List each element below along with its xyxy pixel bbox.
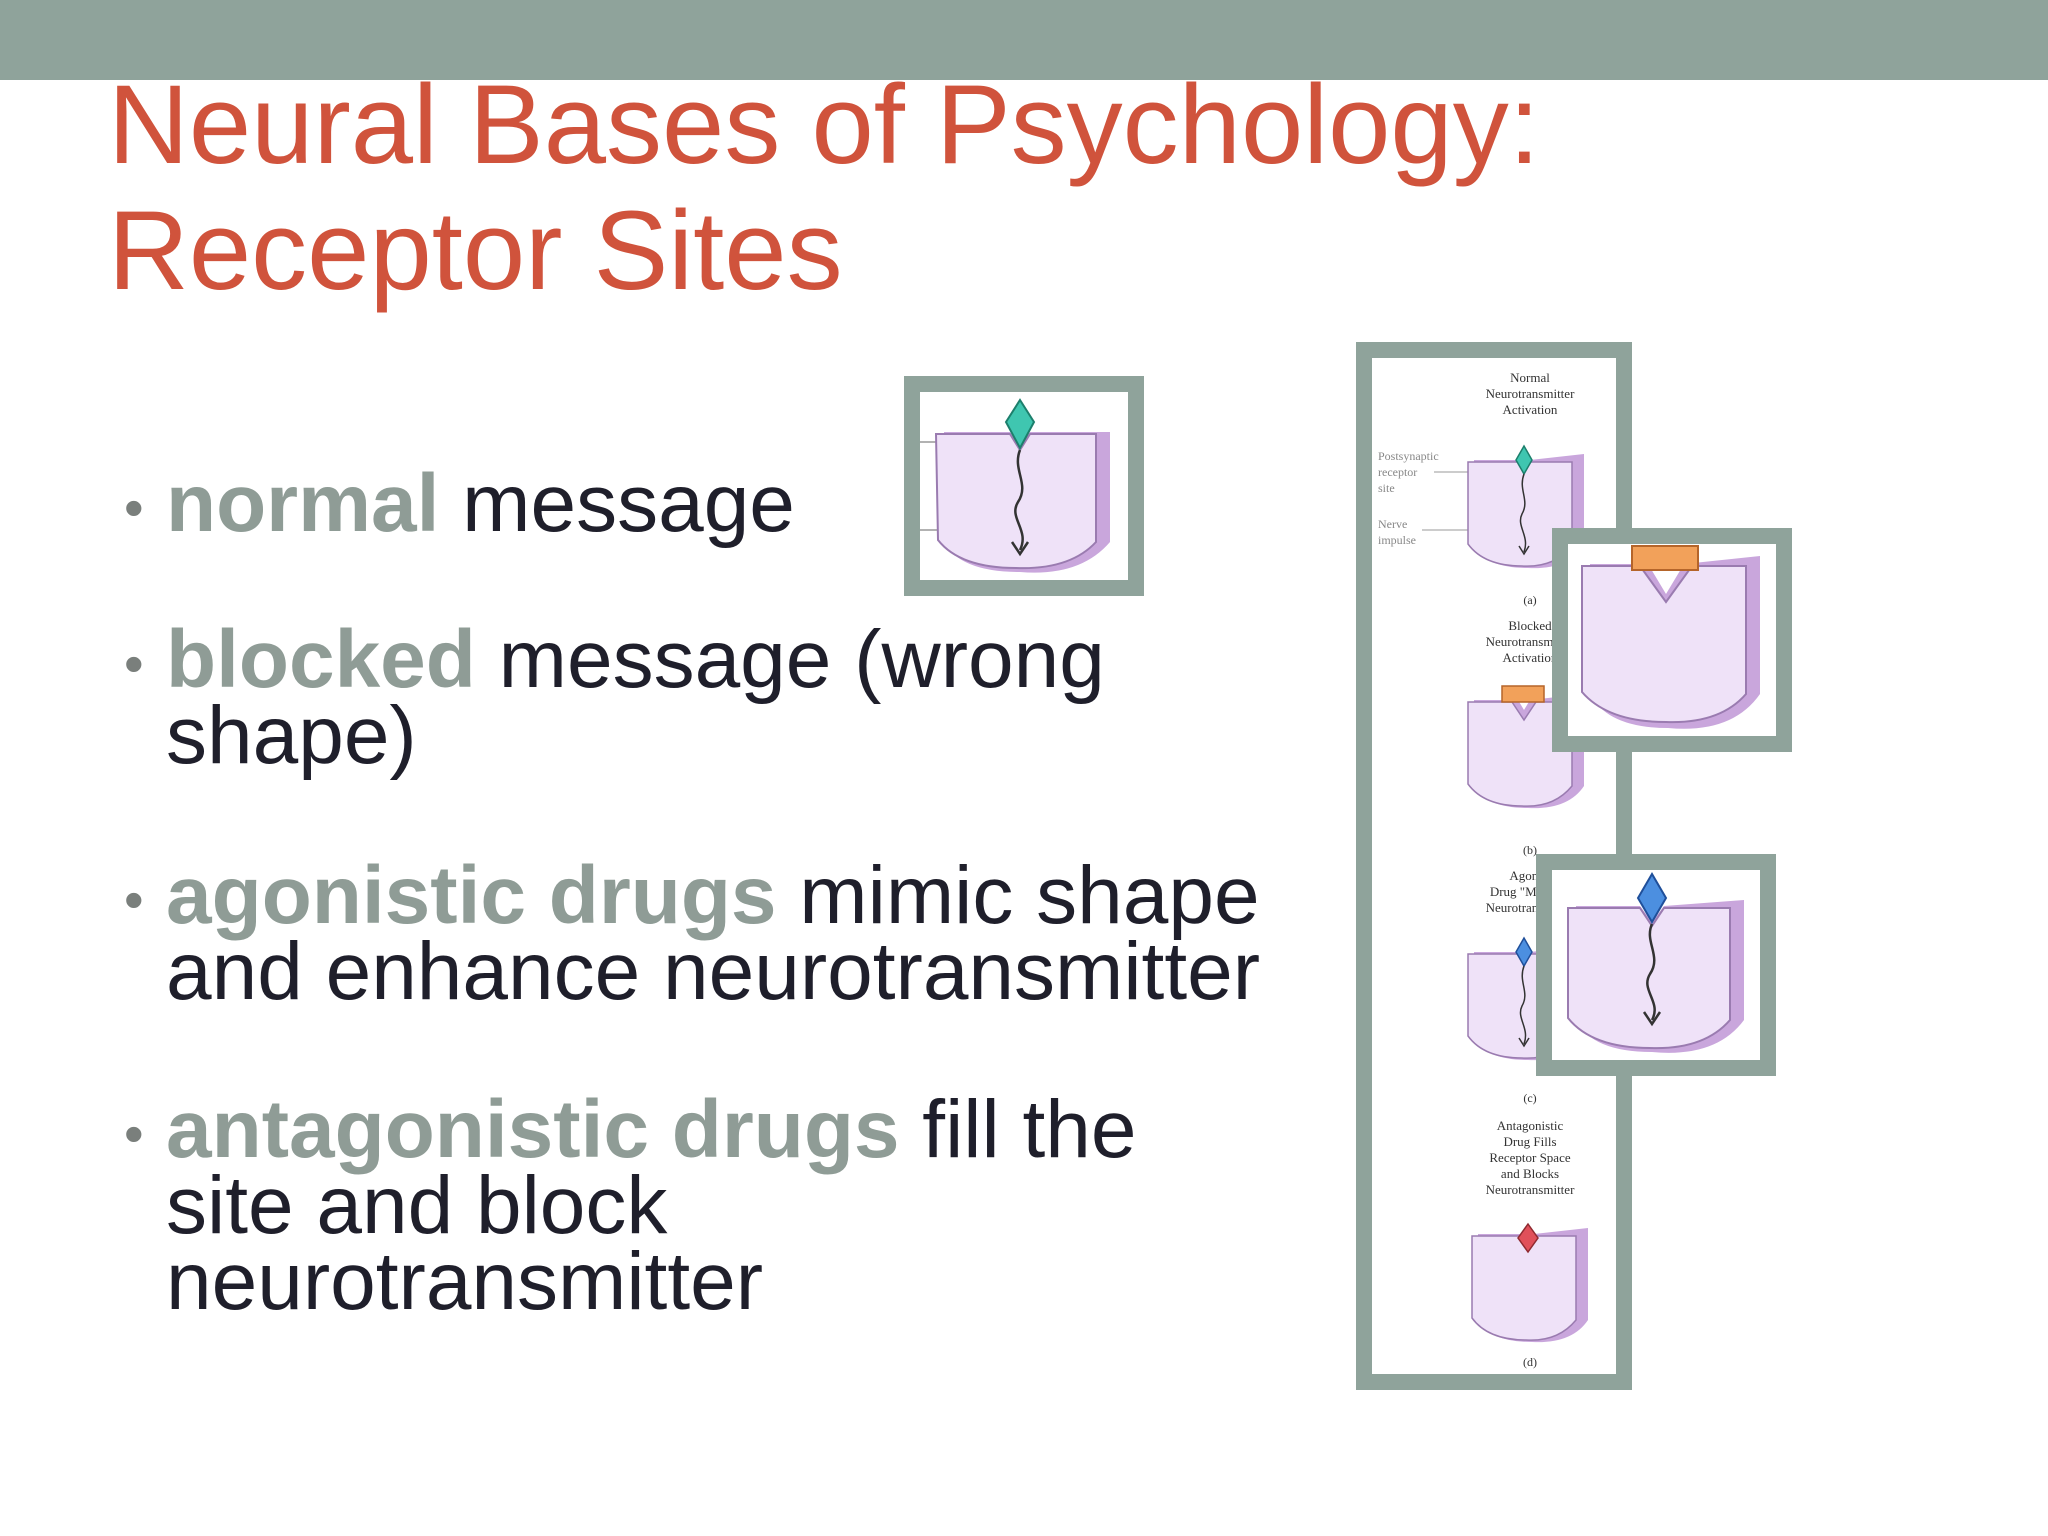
bullet-keyword: blocked (166, 614, 476, 705)
bullet-dot: • (124, 476, 144, 539)
panel-b-title-3: Activation (1503, 650, 1558, 665)
bullet-normal: • normal message (124, 463, 1344, 545)
panel-a-title-1: Normal (1510, 370, 1550, 385)
caption-c: (c) (1523, 1091, 1536, 1105)
neurotransmitter-diamond (1004, 398, 1036, 451)
inset-agonist-frame (1536, 854, 1776, 1076)
panel-a-title-2: Neurotransmitter (1486, 386, 1575, 401)
bullet-text: fill the site and block neurotransmitter (166, 1084, 1137, 1327)
label-impulse-2: impulse (1378, 533, 1416, 547)
blocked-receptor-illustration (1581, 545, 1760, 729)
bullet-text: message (wrong shape) (166, 614, 1105, 781)
bullet-dot: • (124, 1102, 144, 1165)
slide-title: Neural Bases of Psychology: Receptor Sit… (108, 62, 1808, 314)
normal-receptor-illustration (920, 398, 1110, 573)
caption-a: (a) (1523, 593, 1536, 607)
bullet-text: mimic shape and enhance neurotransmitter (166, 850, 1261, 1017)
panel-d-title-1: Antagonistic (1497, 1118, 1564, 1133)
top-banner (0, 0, 2048, 80)
panel-d-title-5: Neurotransmitter (1486, 1182, 1575, 1197)
bullet-dot: • (124, 632, 144, 695)
bullet-keyword: antagonistic drugs (166, 1084, 900, 1175)
label-receptor-1: Postsynaptic (1378, 449, 1439, 463)
panel-d-title-2: Drug Fills (1503, 1134, 1556, 1149)
caption-b: (b) (1523, 843, 1537, 857)
agonist-receptor-illustration (1567, 872, 1744, 1053)
receptor-figure: Normal Neurotransmitter Activation Posts… (1378, 370, 1588, 1369)
panel-a-title-3: Activation (1503, 402, 1558, 417)
bullet-blocked: • blocked message (wrong shape) (124, 619, 1224, 777)
title-line-1: Neural Bases of Psychology: (108, 62, 1540, 187)
bullet-agonistic: • agonistic drugs mimic shape and enhanc… (124, 855, 1364, 1013)
bullet-keyword: normal (166, 458, 440, 549)
panel-b-title-1: Blocked (1508, 618, 1552, 633)
inset-normal-frame (904, 376, 1144, 596)
bullet-text: message (439, 458, 795, 549)
bullet-dot: • (124, 868, 144, 931)
caption-d: (d) (1523, 1355, 1537, 1369)
title-line-2: Receptor Sites (108, 188, 843, 313)
label-receptor-3: site (1378, 481, 1395, 495)
panel-d-title-4: and Blocks (1501, 1166, 1559, 1181)
label-impulse-1: Nerve (1378, 517, 1407, 531)
bullet-antagonistic: • antagonistic drugs fill the site and b… (124, 1089, 1204, 1323)
agonist-diamond (1636, 872, 1668, 924)
label-receptor-2: receptor (1378, 465, 1417, 479)
blocker-rectangle (1631, 545, 1699, 571)
bullet-keyword: agonistic drugs (166, 850, 777, 941)
panel-d-title-3: Receptor Space (1489, 1150, 1570, 1165)
inset-blocked-frame (1552, 528, 1792, 752)
